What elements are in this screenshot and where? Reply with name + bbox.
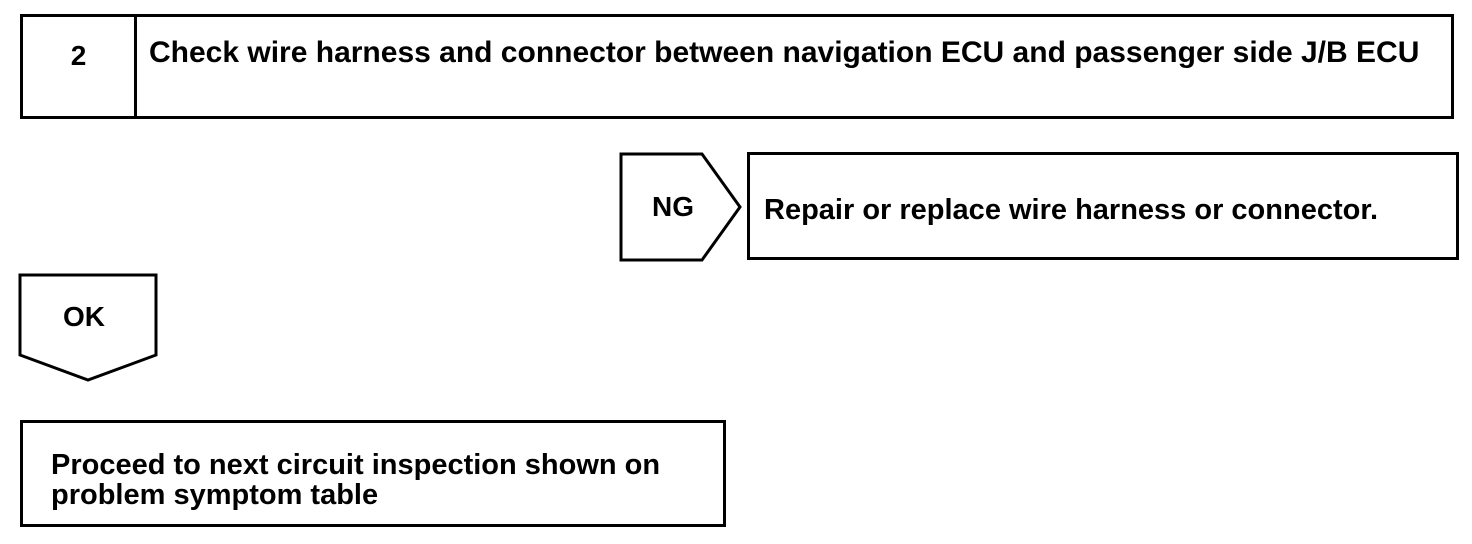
- ng-arrow-shape: [619, 152, 742, 262]
- ok-result-box: Proceed to next circuit inspection shown…: [20, 420, 726, 527]
- step-title: Check wire harness and connector between…: [149, 36, 1420, 69]
- step-number: 2: [23, 17, 137, 116]
- ng-result-box: Repair or replace wire harness or connec…: [747, 152, 1459, 260]
- ok-arrow-shape: [18, 273, 158, 382]
- step-box: 2 Check wire harness and connector betwe…: [20, 14, 1454, 119]
- ng-label: NG: [652, 191, 694, 222]
- ok-label: OK: [63, 301, 105, 332]
